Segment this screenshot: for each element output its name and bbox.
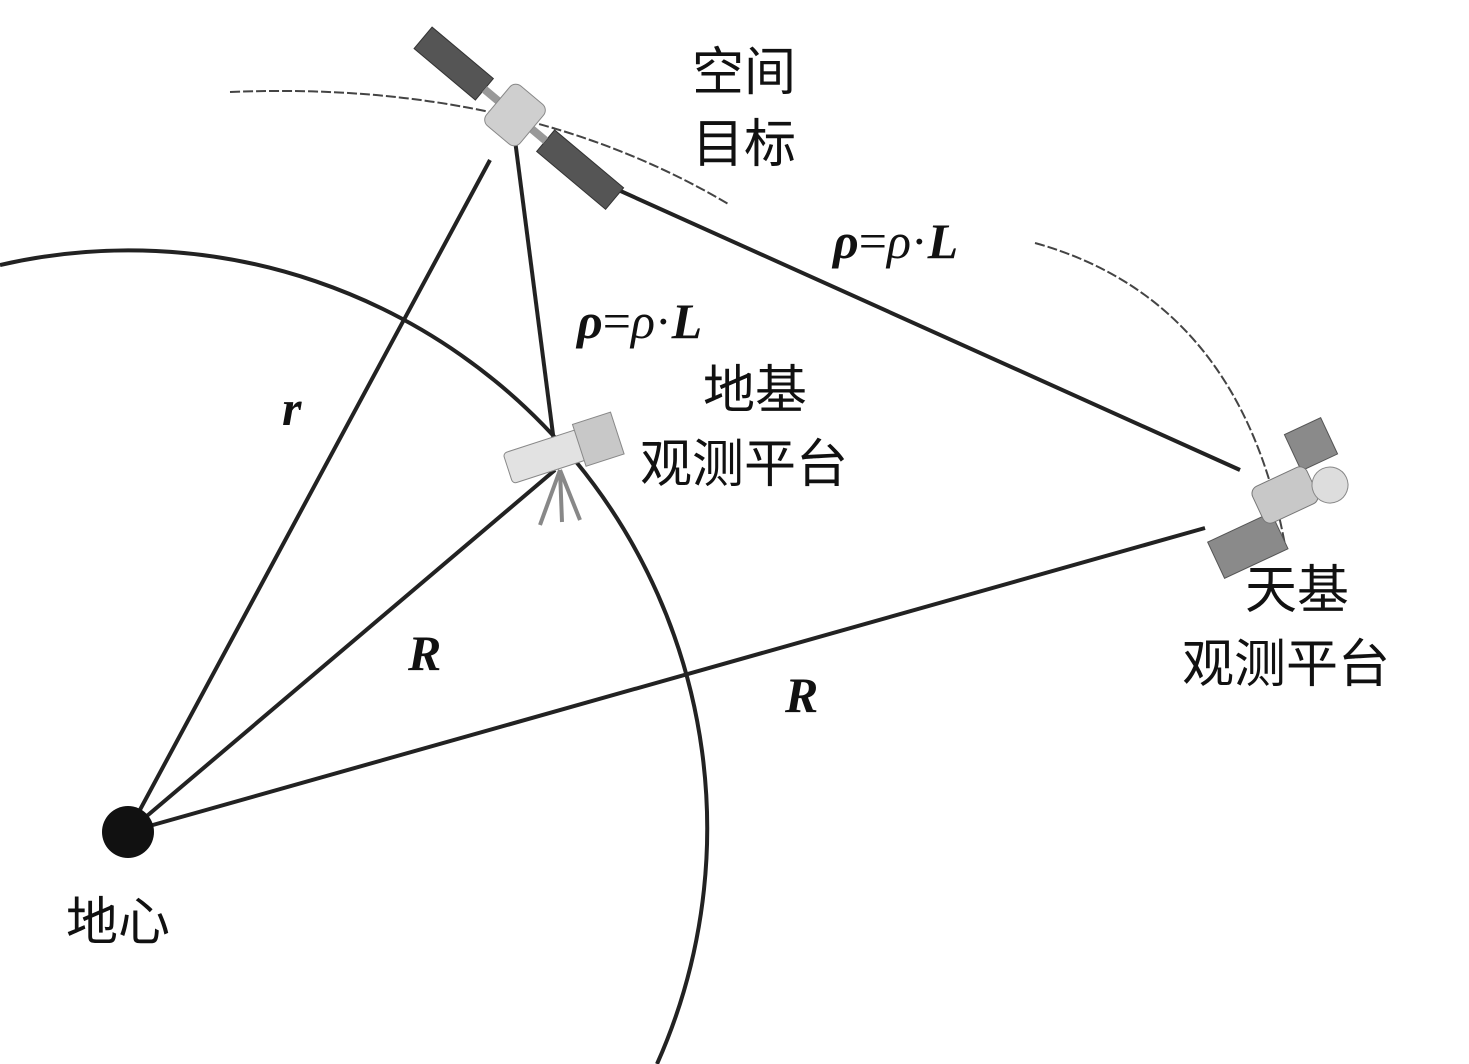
R-label-space: R	[784, 667, 818, 723]
earth-center-dot	[102, 806, 154, 858]
space-target-satellite-icon	[413, 26, 625, 210]
ground-platform-label-line1: 地基	[703, 361, 807, 421]
target-orbit	[229, 89, 731, 206]
svg-text:ρ=ρ·L: ρ=ρ·L	[575, 293, 702, 349]
R-label-ground: R	[407, 625, 441, 681]
earth-center-label: 地心	[66, 893, 170, 953]
rho-ground-line	[513, 139, 557, 451]
space-target-label-line2: 目标	[692, 115, 796, 175]
ground-platform-label-line2: 观测平台	[640, 435, 848, 495]
space-platform-label-line2: 观测平台	[1182, 635, 1390, 695]
rho-space-line	[584, 173, 1241, 472]
rho-equation-ground: ρ=ρ·L	[575, 293, 702, 349]
r-vector-line	[126, 159, 492, 833]
rho-equation-space: ρ=ρ·L	[831, 213, 958, 269]
R-ground-line	[126, 468, 557, 834]
R-space-line	[127, 526, 1206, 834]
r-label: r	[282, 380, 302, 436]
svg-text:ρ=ρ·L: ρ=ρ·L	[831, 213, 958, 269]
space-platform-label-line1: 天基	[1245, 561, 1349, 621]
space-target-label-line1: 空间	[692, 43, 796, 103]
space-platform-satellite-icon	[1206, 417, 1349, 580]
ground-telescope-icon	[503, 411, 625, 526]
